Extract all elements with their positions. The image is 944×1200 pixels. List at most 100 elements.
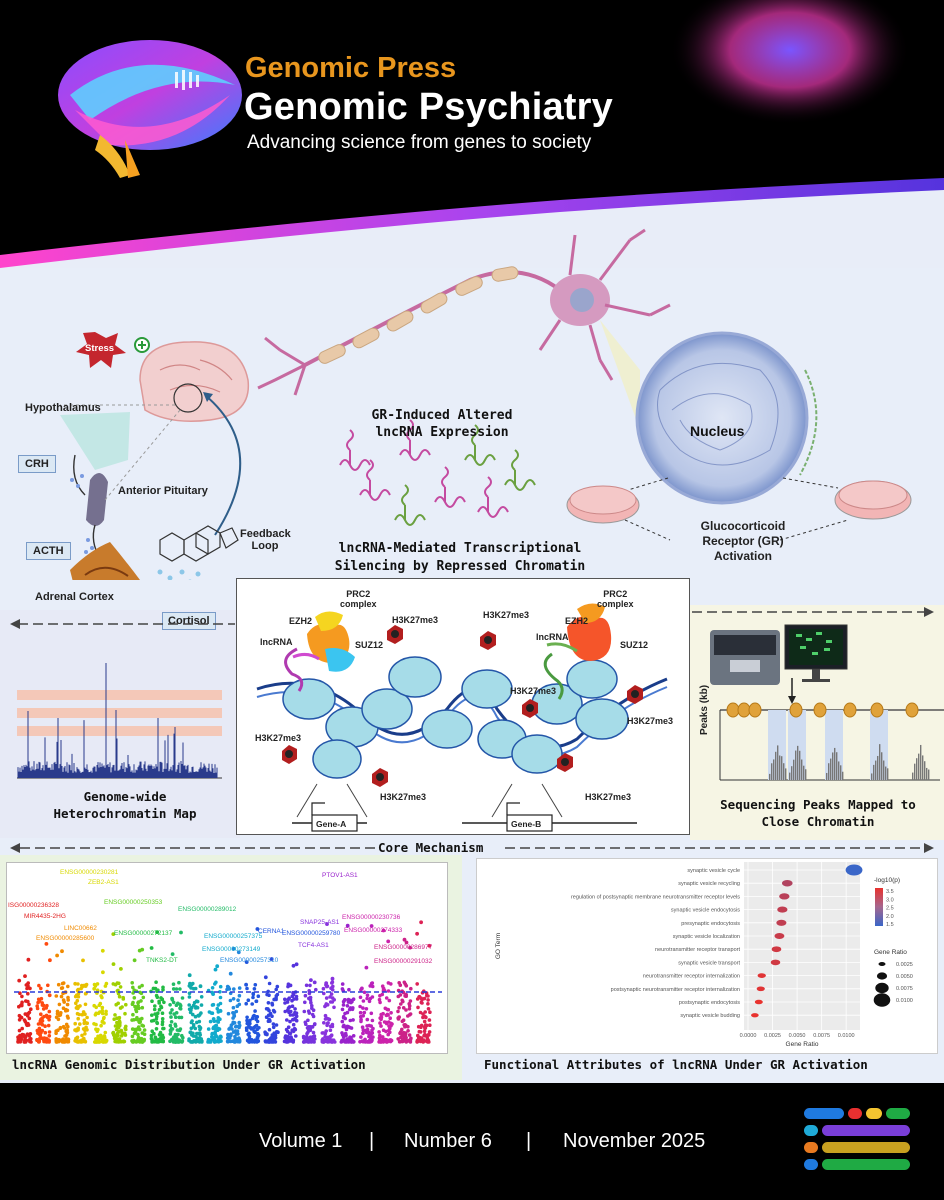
snp-point (267, 1040, 272, 1044)
snp-point (114, 1027, 119, 1032)
snp-point (397, 1040, 402, 1044)
feedback-label: Feedback (240, 528, 291, 540)
snp-point (150, 1029, 154, 1033)
hetero-line1: Genome-wide (83, 789, 167, 804)
snp-point (152, 1007, 157, 1012)
snp-point-high (244, 960, 249, 964)
snp-point (421, 1015, 425, 1020)
snp-point (141, 995, 146, 1000)
h3k27me3-label-1: H3K27me3 (392, 615, 439, 625)
snp-point-high (402, 937, 407, 942)
publisher-name: Genomic Press (245, 52, 457, 84)
snp-point (348, 1037, 353, 1041)
snp-point (245, 986, 249, 991)
snp-point (425, 1040, 430, 1044)
snp-point (29, 1007, 33, 1011)
snp-point (287, 1005, 292, 1009)
snp-point (288, 1031, 293, 1036)
gene-label: CERNA1 (258, 928, 285, 935)
snp-point (401, 1018, 406, 1022)
snp-point (330, 1024, 335, 1029)
prc2-a-label: PRC2 complex (340, 589, 377, 609)
snp-point (58, 1026, 63, 1030)
go-term-dot (776, 919, 787, 926)
snp-point (93, 984, 98, 988)
snp-point (406, 1029, 410, 1033)
snp-point (416, 1033, 420, 1038)
heterochromatin-caption: Genome-wide Heterochromatin Map (35, 788, 215, 822)
snp-point (150, 1013, 154, 1017)
snp-point (268, 1011, 273, 1016)
snp-point-high (132, 958, 137, 963)
snp-point (351, 1034, 356, 1038)
lncrna-hairpins-icon (339, 419, 536, 526)
snp-point (199, 1037, 203, 1041)
snp-point (217, 1027, 222, 1031)
snp-point (377, 997, 382, 1002)
snp-point (154, 980, 158, 984)
snp-point (415, 1040, 420, 1044)
seq-peak (775, 751, 777, 780)
snp-point (54, 994, 59, 998)
snp-point (231, 1030, 236, 1034)
snp-point (76, 1016, 80, 1021)
snp-point (74, 1028, 79, 1033)
snp-point (416, 1005, 420, 1010)
snp-point (308, 983, 312, 988)
snp-point (37, 1040, 41, 1044)
snp-point (136, 1032, 140, 1037)
snp-point (115, 1020, 119, 1025)
snp-point (121, 995, 125, 1000)
snp-point (387, 998, 392, 1003)
snp-point (83, 1032, 87, 1036)
color-legend-tick: 3.0 (886, 897, 894, 903)
h3k27me3-marks (282, 625, 643, 787)
size-legend-tick: 0.0025 (896, 962, 913, 968)
seq-peak (803, 765, 805, 780)
snp-point (288, 1013, 293, 1017)
snp-point (171, 1000, 176, 1005)
snp-point (386, 981, 391, 985)
gr-line1: GR-Induced Altered (371, 408, 513, 423)
snp-point (256, 1033, 261, 1037)
snp-point (378, 1033, 382, 1038)
go-term-label: regulation of postsynaptic membrane neur… (571, 894, 740, 900)
nucleus-icon (635, 331, 809, 505)
snp-point (218, 990, 222, 994)
snp-point (270, 1001, 274, 1006)
snp-point (326, 1017, 331, 1021)
snp-point (187, 1003, 191, 1007)
snp-point (422, 1029, 427, 1033)
snp-point (60, 1040, 65, 1044)
snp-point (137, 985, 142, 989)
snp-point (24, 983, 29, 987)
snp-point-high (255, 927, 260, 931)
snp-point (418, 1010, 423, 1015)
snp-point (344, 1027, 349, 1032)
seq-peak (771, 763, 773, 780)
snp-point (396, 1016, 401, 1020)
snp-point (285, 1000, 290, 1004)
snp-point (213, 982, 217, 986)
snp-point (39, 986, 43, 991)
snp-point (270, 1014, 274, 1018)
snp-point (386, 989, 391, 993)
snp-point (194, 999, 199, 1003)
h3k27me3-label-6: H3K27me3 (627, 716, 674, 726)
snp-point (231, 1005, 236, 1010)
snp-point (27, 1002, 31, 1007)
snp-point (361, 1006, 365, 1010)
snp-point-high (198, 984, 203, 989)
snp-point (368, 1040, 372, 1044)
seq-peak (832, 752, 834, 780)
snp-point (377, 1036, 382, 1040)
snp-point (264, 1039, 268, 1043)
publisher-logo-icon (804, 1108, 910, 1170)
snp-point (419, 1025, 423, 1029)
snp-point (55, 1009, 60, 1014)
snp-point (206, 1038, 211, 1043)
loop-label: Loop (251, 540, 279, 552)
seq-peak (838, 761, 840, 780)
snp-point (168, 1003, 172, 1007)
snp-point (153, 1012, 157, 1016)
